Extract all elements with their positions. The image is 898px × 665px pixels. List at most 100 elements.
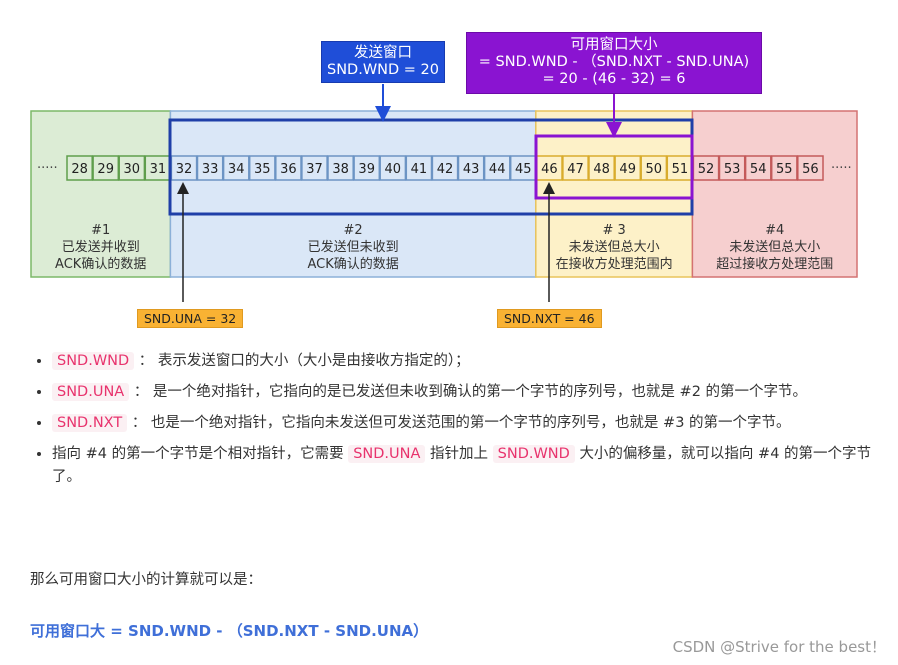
sequence-cell xyxy=(248,155,276,181)
sequence-cell xyxy=(483,155,511,181)
region-2-background xyxy=(169,110,537,278)
region-1-background xyxy=(30,110,172,278)
sequence-number: 42 xyxy=(437,162,454,177)
sequence-cell xyxy=(118,155,146,181)
list-item-text: 指向 #4 的第一个字节是个相对指针，它需要 xyxy=(52,446,349,462)
sequence-number: 30 xyxy=(124,162,141,177)
usable-window-formula: = SND.WND - （SND.NXT - SND.UNA) xyxy=(478,54,750,70)
sequence-number: 39 xyxy=(358,162,375,177)
list-item: SND.NXT ： 也是一个绝对指针，它指向未发送但可发送范围的第一个字节的序列… xyxy=(52,412,882,435)
region-3-label1: # 3 xyxy=(602,223,625,238)
sequence-cell xyxy=(640,155,668,181)
list-item-text: ： 表示发送窗口的大小（大小是由接收方指定的）； xyxy=(138,353,470,369)
sequence-number: 47 xyxy=(567,162,584,177)
sequence-number: 52 xyxy=(698,162,715,177)
list-item-text: 大小的偏移量，就可以指向 #4 的第一个字节了。 xyxy=(52,446,872,485)
sequence-cell xyxy=(379,155,407,181)
sequence-number: 50 xyxy=(646,162,663,177)
sequence-number: 33 xyxy=(202,162,219,177)
sequence-cell xyxy=(744,155,772,181)
region-4-label1: #4 xyxy=(765,223,784,238)
region-4-label3: 超过接收方处理范围 xyxy=(716,256,833,272)
sequence-number: 29 xyxy=(97,162,114,177)
sequence-number: 53 xyxy=(724,162,741,177)
list-item: SND.WND ： 表示发送窗口的大小（大小是由接收方指定的）； xyxy=(52,350,882,373)
usable-window-callout: 可用窗口大小 = SND.WND - （SND.NXT - SND.UNA) =… xyxy=(466,32,762,94)
sequence-number: 28 xyxy=(71,162,88,177)
sequence-number: 46 xyxy=(541,162,558,177)
inline-code: SND.UNA xyxy=(52,383,130,401)
sequence-cell xyxy=(536,155,563,181)
snd-nxt-label: SND.NXT = 46 xyxy=(497,309,602,328)
sliding-window-diagram: 28 29 30 31 32 33 34 35 36 37 38 39 40 41 42 43 44 45 46 47… xyxy=(30,84,858,302)
sequence-cell xyxy=(770,155,798,181)
region-4-label2: 未发送但总大小 xyxy=(729,239,820,255)
sequence-number: 44 xyxy=(489,162,506,177)
send-window-title: 发送窗口 xyxy=(354,45,412,61)
sequence-number: 49 xyxy=(619,162,636,177)
inline-code: SND.WND xyxy=(52,352,135,370)
list-item: 指向 #4 的第一个字节是个相对指针，它需要 SND.UNA 指针加上 SND.… xyxy=(52,443,882,489)
usable-window-formula-text: 可用窗口大 = SND.WND - （SND.NXT - SND.UNA） xyxy=(30,622,429,640)
sequence-cell xyxy=(327,155,354,181)
sequence-cell xyxy=(196,155,224,181)
sequence-cell xyxy=(431,155,459,181)
left-ellipsis: ····· xyxy=(37,161,58,176)
sequence-number: 48 xyxy=(593,162,610,177)
sequence-number: 32 xyxy=(176,162,193,177)
region-2-label1: #2 xyxy=(344,223,363,238)
region-2-label2: 已发送但未收到 xyxy=(308,239,399,255)
sequence-cell xyxy=(562,155,589,181)
sequence-number: 40 xyxy=(385,162,402,177)
region-1-label2: 已发送并收到 xyxy=(62,239,140,255)
sequence-cell xyxy=(301,155,328,181)
list-item-text: 指针加上 xyxy=(430,446,493,462)
sequence-number: 31 xyxy=(150,162,167,177)
sequence-number: 51 xyxy=(672,162,689,177)
list-item-text: ： 也是一个绝对指针，它指向未发送但可发送范围的第一个字节的序列号，也就是 #3… xyxy=(131,415,791,431)
sequence-cell xyxy=(405,155,433,181)
list-item-text: ： 是一个绝对指针，它指向的是已发送但未收到确认的第一个字节的序列号，也就是 #… xyxy=(133,384,808,400)
sequence-number: 55 xyxy=(776,162,793,177)
sequence-cell xyxy=(666,155,694,181)
sequence-cell xyxy=(92,155,120,181)
sequence-number: 37 xyxy=(306,162,323,177)
region-2-label3: ACK确认的数据 xyxy=(307,256,398,272)
sequence-cell xyxy=(614,155,642,181)
inline-code: SND.NXT xyxy=(52,414,128,432)
explanation-list: SND.WND ： 表示发送窗口的大小（大小是由接收方指定的）； SND.UNA… xyxy=(36,350,882,497)
sequence-number: 38 xyxy=(332,162,349,177)
sequence-cell xyxy=(222,155,250,181)
usable-window-title: 可用窗口大小 xyxy=(570,37,658,53)
sequence-cell xyxy=(692,155,720,181)
sequence-number: 56 xyxy=(802,162,819,177)
sequence-number: 35 xyxy=(254,162,271,177)
sequence-cell xyxy=(457,155,485,181)
region-3-label2: 未发送但总大小 xyxy=(569,239,660,255)
sequence-cell xyxy=(797,155,824,181)
sequence-number: 43 xyxy=(463,162,480,177)
sequence-cell xyxy=(588,155,615,181)
right-ellipsis: ····· xyxy=(831,161,852,176)
send-window-value: SND.WND = 20 xyxy=(327,62,439,78)
snd-una-label: SND.UNA = 32 xyxy=(137,309,244,328)
region-3-label3: 在接收方处理范围内 xyxy=(556,256,673,272)
sequence-number: 41 xyxy=(411,162,428,177)
sequence-cell xyxy=(353,155,381,181)
sequence-cell xyxy=(66,155,93,181)
sequence-number: 54 xyxy=(750,162,767,177)
region-4-background xyxy=(691,110,858,278)
region-1-label1: #1 xyxy=(91,223,110,238)
sequence-number: 36 xyxy=(280,162,297,177)
list-item: SND.UNA ： 是一个绝对指针，它指向的是已发送但未收到确认的第一个字节的序… xyxy=(52,381,882,404)
usable-window-result: = 20 - (46 - 32) = 6 xyxy=(542,71,686,87)
inline-code: SND.WND xyxy=(492,445,575,463)
sequence-number: 34 xyxy=(228,162,245,177)
inline-code: SND.UNA xyxy=(348,445,426,463)
region-1-label3: ACK确认的数据 xyxy=(55,256,146,272)
sequence-cell xyxy=(718,155,746,181)
calculation-intro: 那么可用窗口大小的计算就可以是： xyxy=(30,572,262,588)
sequence-number: 45 xyxy=(515,162,532,177)
sequence-cell xyxy=(144,155,172,181)
sequence-cell xyxy=(275,155,302,181)
